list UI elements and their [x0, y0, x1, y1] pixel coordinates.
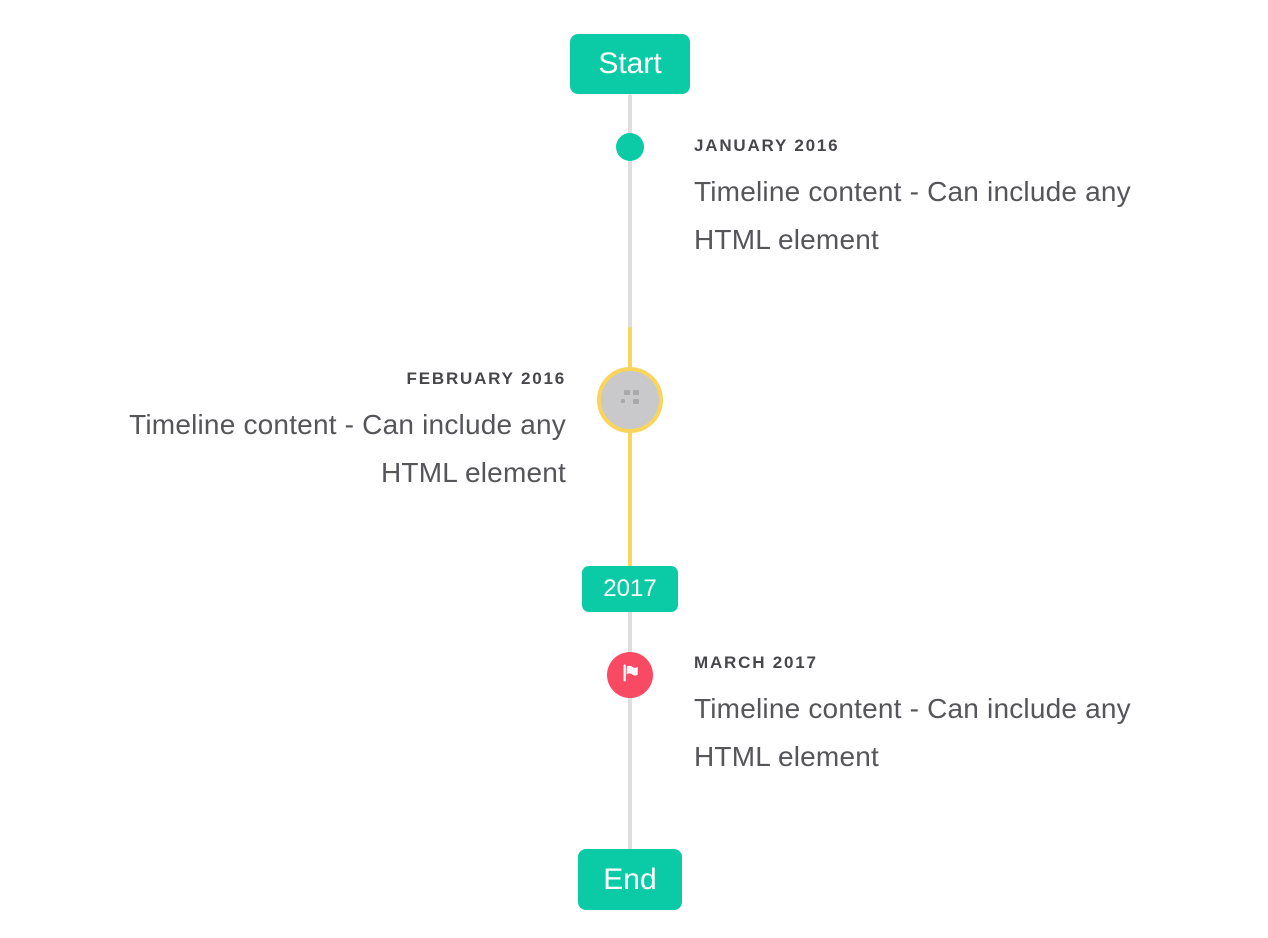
timeline-line-highlight	[628, 327, 632, 567]
end-badge: End	[578, 849, 682, 910]
flag-icon	[619, 662, 641, 689]
event-title: JANUARY 2016	[694, 136, 840, 155]
year-badge: 2017	[582, 566, 678, 612]
event-january: JANUARY 2016 Timeline content - Can incl…	[694, 136, 1174, 264]
start-badge: Start	[570, 34, 690, 94]
event-title: FEBRUARY 2016	[406, 369, 566, 388]
event-bullet-february	[597, 367, 663, 433]
event-february: FEBRUARY 2016 Timeline content - Can inc…	[86, 369, 566, 497]
event-march: MARCH 2017 Timeline content - Can includ…	[694, 653, 1174, 781]
event-body: Timeline content - Can include any HTML …	[694, 693, 1131, 772]
broken-image-icon	[620, 390, 640, 410]
event-bullet-january	[616, 133, 644, 161]
event-title: MARCH 2017	[694, 653, 818, 672]
event-body: Timeline content - Can include any HTML …	[129, 409, 566, 488]
event-body: Timeline content - Can include any HTML …	[694, 176, 1131, 255]
event-bullet-march	[607, 652, 653, 698]
